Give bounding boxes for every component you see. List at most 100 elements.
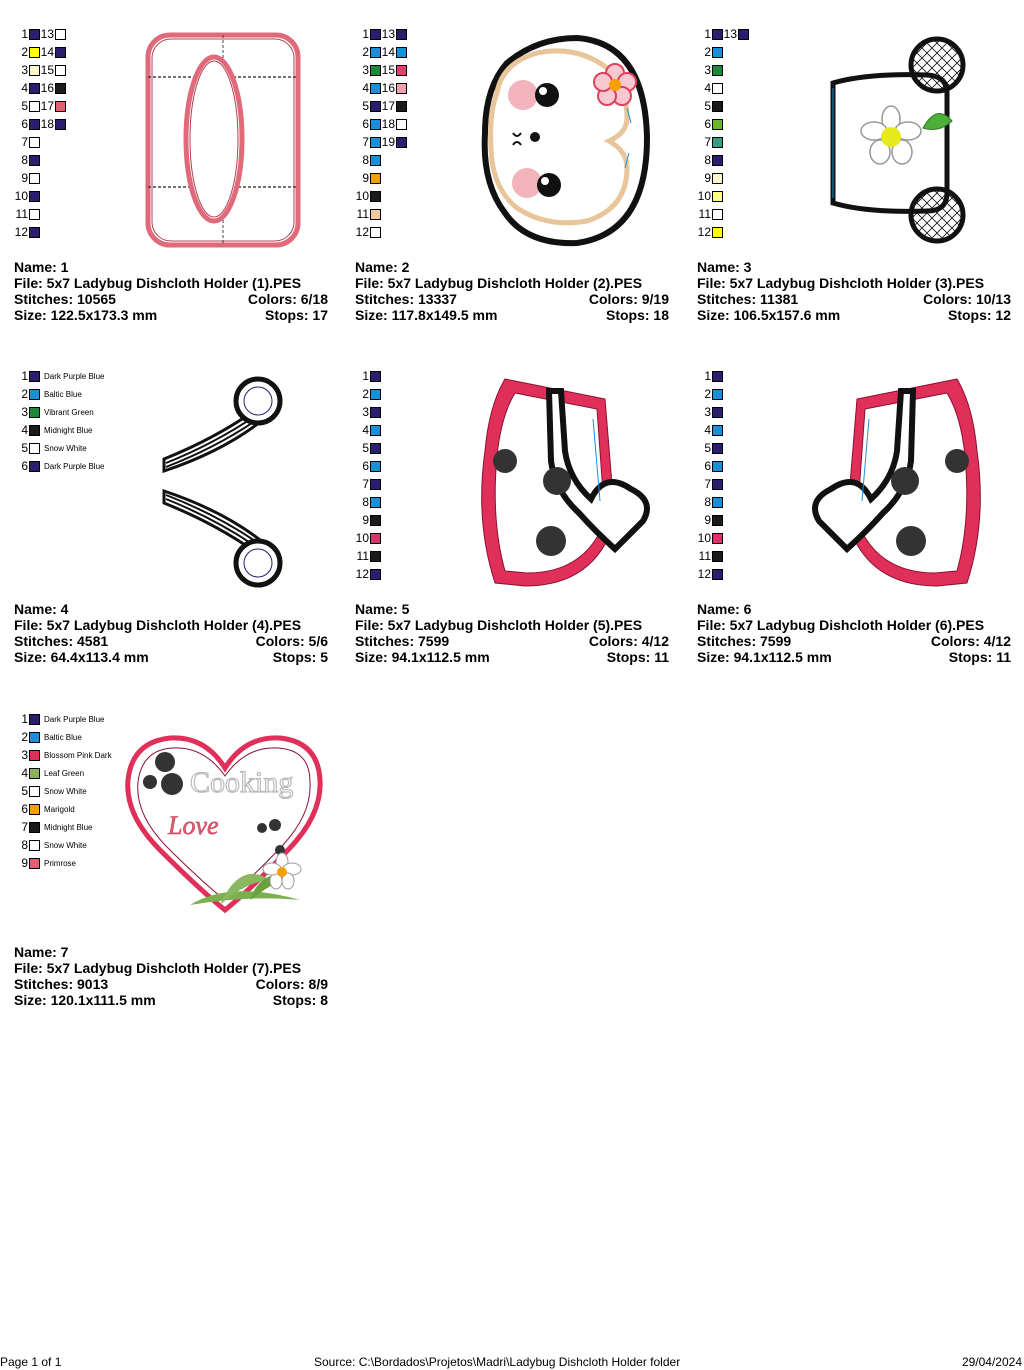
color-row: 3 bbox=[14, 61, 40, 79]
color-number: 12 bbox=[697, 225, 711, 239]
color-number: 4 bbox=[704, 423, 711, 437]
color-row: 6 Marigold bbox=[14, 800, 75, 818]
color-number: 10 bbox=[14, 189, 28, 203]
color-number: 11 bbox=[698, 207, 711, 221]
color-swatch bbox=[29, 64, 40, 76]
design-size: Size: 94.1x112.5 mm bbox=[355, 649, 490, 665]
color-row: 6 bbox=[355, 457, 381, 475]
color-row: 8 bbox=[14, 151, 40, 169]
color-count: Colors: 4/12 bbox=[930, 633, 1011, 649]
design-preview-6 bbox=[812, 378, 981, 587]
color-swatch bbox=[29, 28, 40, 40]
color-number: 3 bbox=[362, 405, 369, 419]
color-name: Marigold bbox=[44, 804, 75, 814]
color-row: 2 bbox=[14, 43, 40, 61]
color-number: 8 bbox=[362, 153, 369, 167]
color-row: 1 bbox=[697, 367, 723, 385]
color-row: 8 bbox=[697, 151, 723, 169]
color-row: 13 bbox=[40, 25, 66, 43]
color-swatch bbox=[712, 136, 723, 148]
color-swatch bbox=[712, 370, 723, 382]
color-row: 11 bbox=[355, 547, 381, 565]
color-number: 2 bbox=[362, 45, 369, 59]
design-name: Name: 5 bbox=[355, 601, 410, 617]
design-name: Name: 4 bbox=[14, 601, 69, 617]
color-name: Midnight Blue bbox=[44, 425, 93, 435]
design-preview-7: Cooking Love bbox=[125, 735, 323, 914]
design-file: File: 5x7 Ladybug Dishcloth Holder (2).P… bbox=[355, 275, 643, 291]
design-size: Size: 106.5x157.6 mm bbox=[697, 307, 841, 323]
color-name: Baltic Blue bbox=[44, 732, 82, 742]
color-number: 5 bbox=[704, 99, 711, 113]
color-row: 4 bbox=[355, 421, 381, 439]
color-swatch bbox=[29, 785, 40, 797]
color-number: 6 bbox=[21, 802, 28, 816]
color-row: 1 bbox=[355, 367, 381, 385]
color-row: 10 bbox=[697, 187, 723, 205]
color-number: 5 bbox=[21, 99, 28, 113]
color-number: 7 bbox=[704, 477, 711, 491]
color-swatch bbox=[370, 118, 381, 130]
design-preview-2 bbox=[481, 34, 651, 247]
color-row: 13 bbox=[381, 25, 407, 43]
color-swatch bbox=[712, 100, 723, 112]
color-swatch bbox=[712, 64, 723, 76]
color-number: 14 bbox=[381, 45, 395, 59]
color-swatch bbox=[370, 100, 381, 112]
color-row: 12 bbox=[14, 223, 40, 241]
color-number: 1 bbox=[21, 369, 28, 383]
color-number: 18 bbox=[40, 117, 54, 131]
stop-count: Stops: 11 bbox=[948, 649, 1011, 665]
color-swatch bbox=[370, 64, 381, 76]
color-row: 9 bbox=[355, 169, 381, 187]
color-swatch bbox=[29, 406, 40, 418]
color-number: 11 bbox=[698, 549, 711, 563]
design-file: File: 5x7 Ladybug Dishcloth Holder (7).P… bbox=[14, 960, 302, 976]
color-swatch bbox=[29, 46, 40, 58]
color-row: 10 bbox=[697, 529, 723, 547]
color-row: 14 bbox=[40, 43, 66, 61]
color-row: 16 bbox=[40, 79, 66, 97]
color-number: 7 bbox=[21, 135, 28, 149]
color-swatch bbox=[712, 226, 723, 238]
color-row: 6 bbox=[697, 115, 723, 133]
color-number: 7 bbox=[21, 820, 28, 834]
color-row: 8 bbox=[355, 493, 381, 511]
color-number: 3 bbox=[362, 63, 369, 77]
color-swatch bbox=[370, 460, 381, 472]
color-count: Colors: 9/19 bbox=[588, 291, 669, 307]
footer-source: Source: C:\Bordados\Projetos\Madri\Ladyb… bbox=[314, 1355, 681, 1369]
color-number: 4 bbox=[362, 423, 369, 437]
color-swatch bbox=[712, 388, 723, 400]
color-row: 1 bbox=[14, 25, 40, 43]
color-swatch bbox=[55, 100, 66, 112]
color-number: 1 bbox=[21, 27, 28, 41]
color-number: 9 bbox=[704, 171, 711, 185]
color-number: 8 bbox=[21, 153, 28, 167]
color-swatch bbox=[29, 172, 40, 184]
color-number: 2 bbox=[704, 45, 711, 59]
color-swatch bbox=[712, 118, 723, 130]
color-swatch bbox=[712, 532, 723, 544]
color-row: 6 bbox=[14, 115, 40, 133]
color-row: 7 bbox=[697, 475, 723, 493]
design-name: Name: 2 bbox=[355, 259, 410, 275]
color-swatch bbox=[29, 731, 40, 743]
color-count: Colors: 10/13 bbox=[923, 291, 1011, 307]
color-row: 3 bbox=[697, 403, 723, 421]
color-row: 19 bbox=[381, 133, 407, 151]
color-swatch bbox=[712, 550, 723, 562]
color-swatch bbox=[29, 767, 40, 779]
color-row: 15 bbox=[40, 61, 66, 79]
color-number: 16 bbox=[40, 81, 54, 95]
color-number: 1 bbox=[21, 712, 28, 726]
